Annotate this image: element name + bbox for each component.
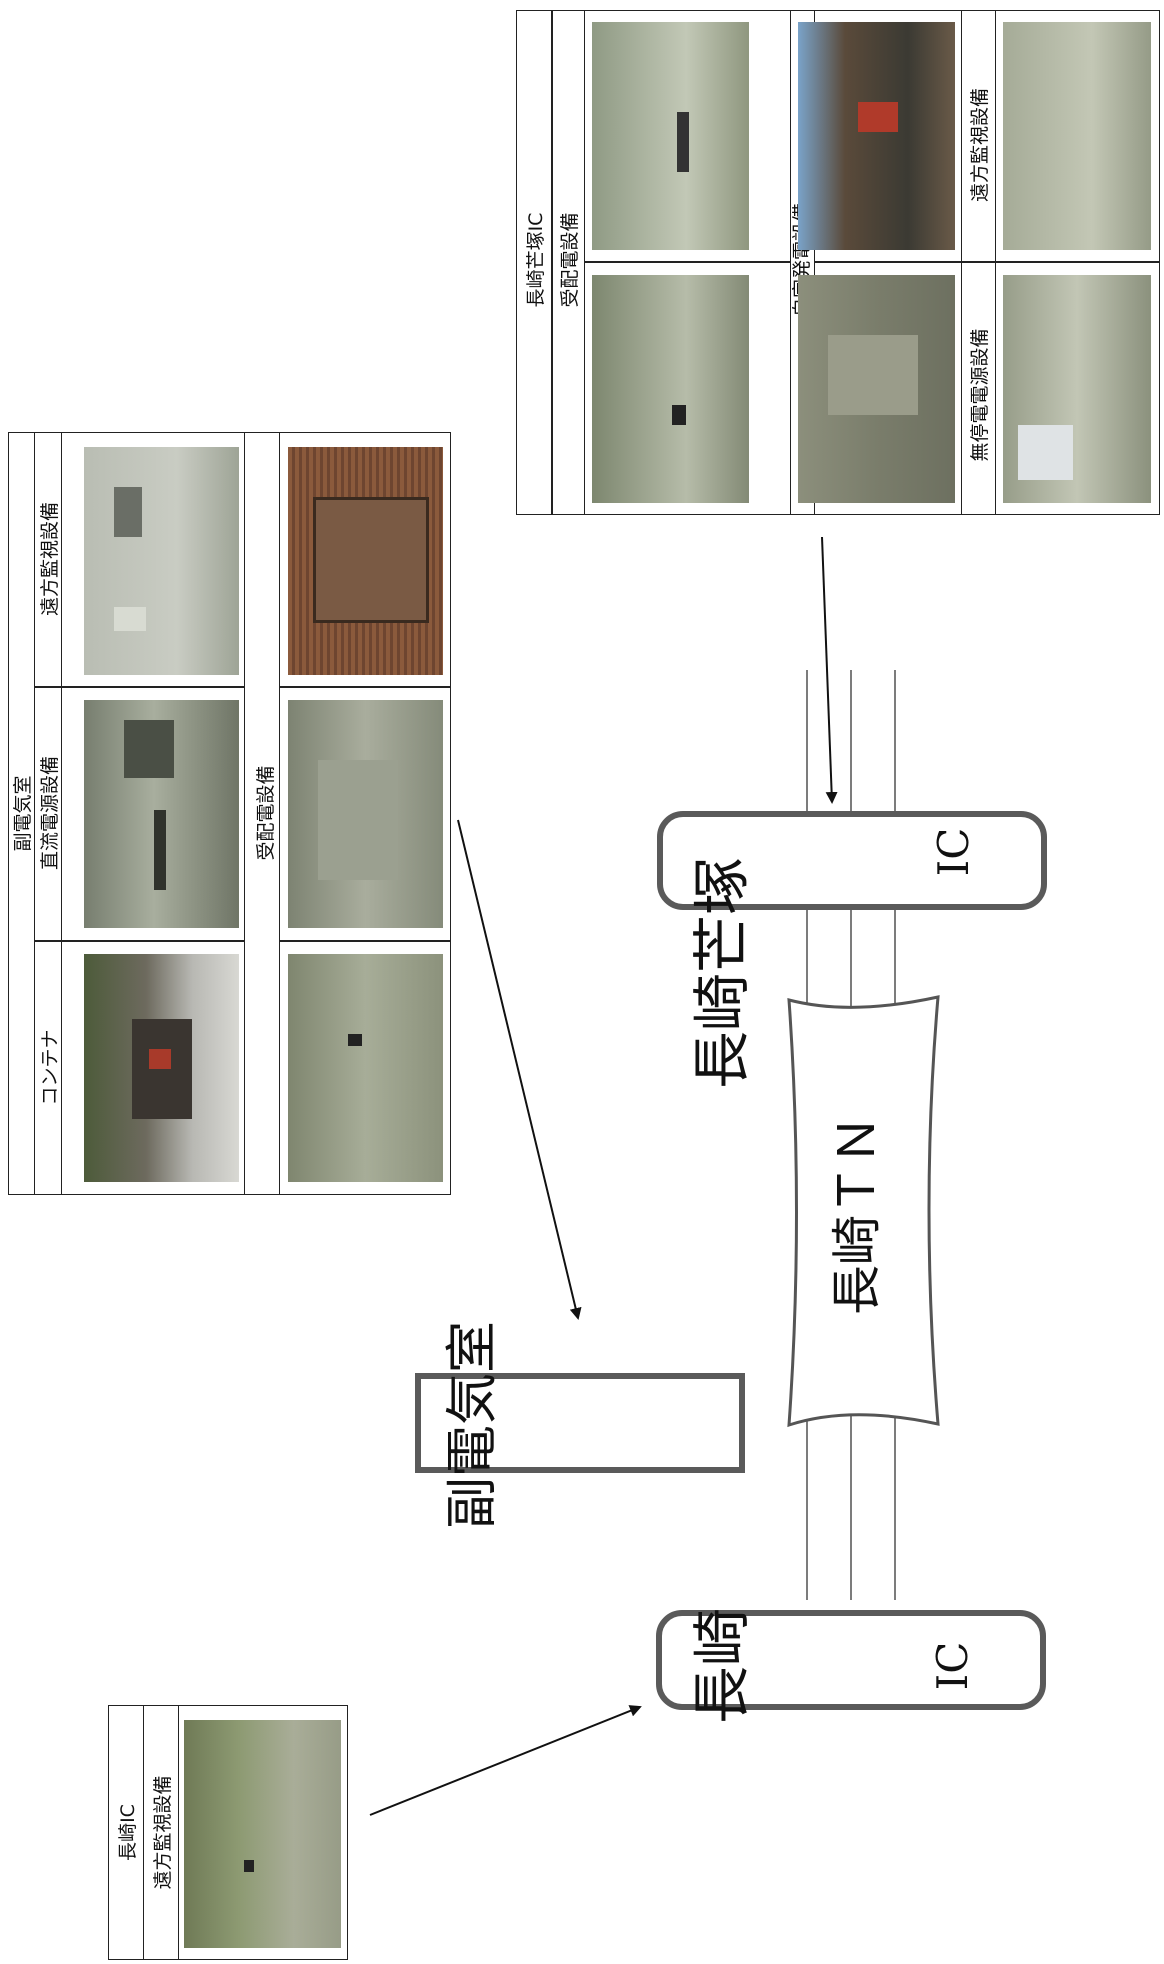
bz-label-receiving: 受配電設備 (558, 212, 581, 308)
photo-bz-generator-unit (798, 275, 955, 503)
bz-title: 長崎芒塚IC (524, 212, 547, 308)
photo-switchgear (288, 954, 443, 1182)
photo-bz-panel-1 (592, 22, 749, 250)
photo-container (84, 954, 239, 1182)
ic-bottom-suffix: IC (927, 1641, 977, 1691)
ic-top-suffix: IC (928, 827, 978, 877)
sub-label-dc: 直流電源設備 (38, 756, 61, 871)
photo-brown-panel (288, 447, 443, 675)
photo-bz-panel-2 (592, 275, 749, 503)
bz-label3-cell (961, 10, 996, 515)
ic-bottom-label: 長崎 (676, 1608, 758, 1724)
substation-box: 副電気室 (415, 1320, 745, 1529)
bz-label-remote: 遠方監視設備 (968, 88, 991, 203)
sub-title: 副電気室 (12, 775, 34, 852)
ic-box-top: 長崎芒塚 IC (657, 811, 1047, 1089)
photo-bz-remote (1003, 22, 1151, 250)
photo-cabinet-2 (288, 700, 443, 928)
sub-label-remote: 遠方監視設備 (38, 502, 61, 617)
bz-title-cell (516, 10, 552, 515)
ic-top-label: 長崎芒塚 (677, 839, 757, 1089)
arrow-substation-to-room (457, 819, 582, 1320)
photo-remote-monitoring (84, 447, 239, 675)
arrow-nagasaki-ic (369, 1705, 642, 1816)
ic-bottom-name: 長崎 (688, 1607, 756, 1724)
arrow-top-to-ic (821, 536, 838, 804)
ic-top-name: 長崎芒塚 (688, 856, 756, 1089)
nic-title: 長崎IC (116, 1804, 139, 1861)
photo-bz-generator-exterior (798, 22, 955, 250)
ic-box-bottom: 長崎 IC (656, 1608, 1046, 1724)
bz-label-ups: 無停電電源設備 (968, 328, 991, 462)
sub-label-power-receiving: 受配電設備 (254, 765, 277, 861)
photo-nic-remote (184, 1720, 341, 1948)
substation-box-label: 副電気室 (442, 1320, 503, 1529)
tunnel-label: 長崎ＴＮ (828, 1115, 886, 1315)
photo-bz-ups (1003, 275, 1151, 503)
photo-dc-power (84, 700, 239, 928)
sub-label-container: コンテナ (38, 1029, 61, 1106)
nic-label-remote: 遠方監視設備 (151, 1775, 174, 1890)
nic-label-cell (143, 1705, 179, 1960)
tunnel-shape (787, 995, 940, 1428)
